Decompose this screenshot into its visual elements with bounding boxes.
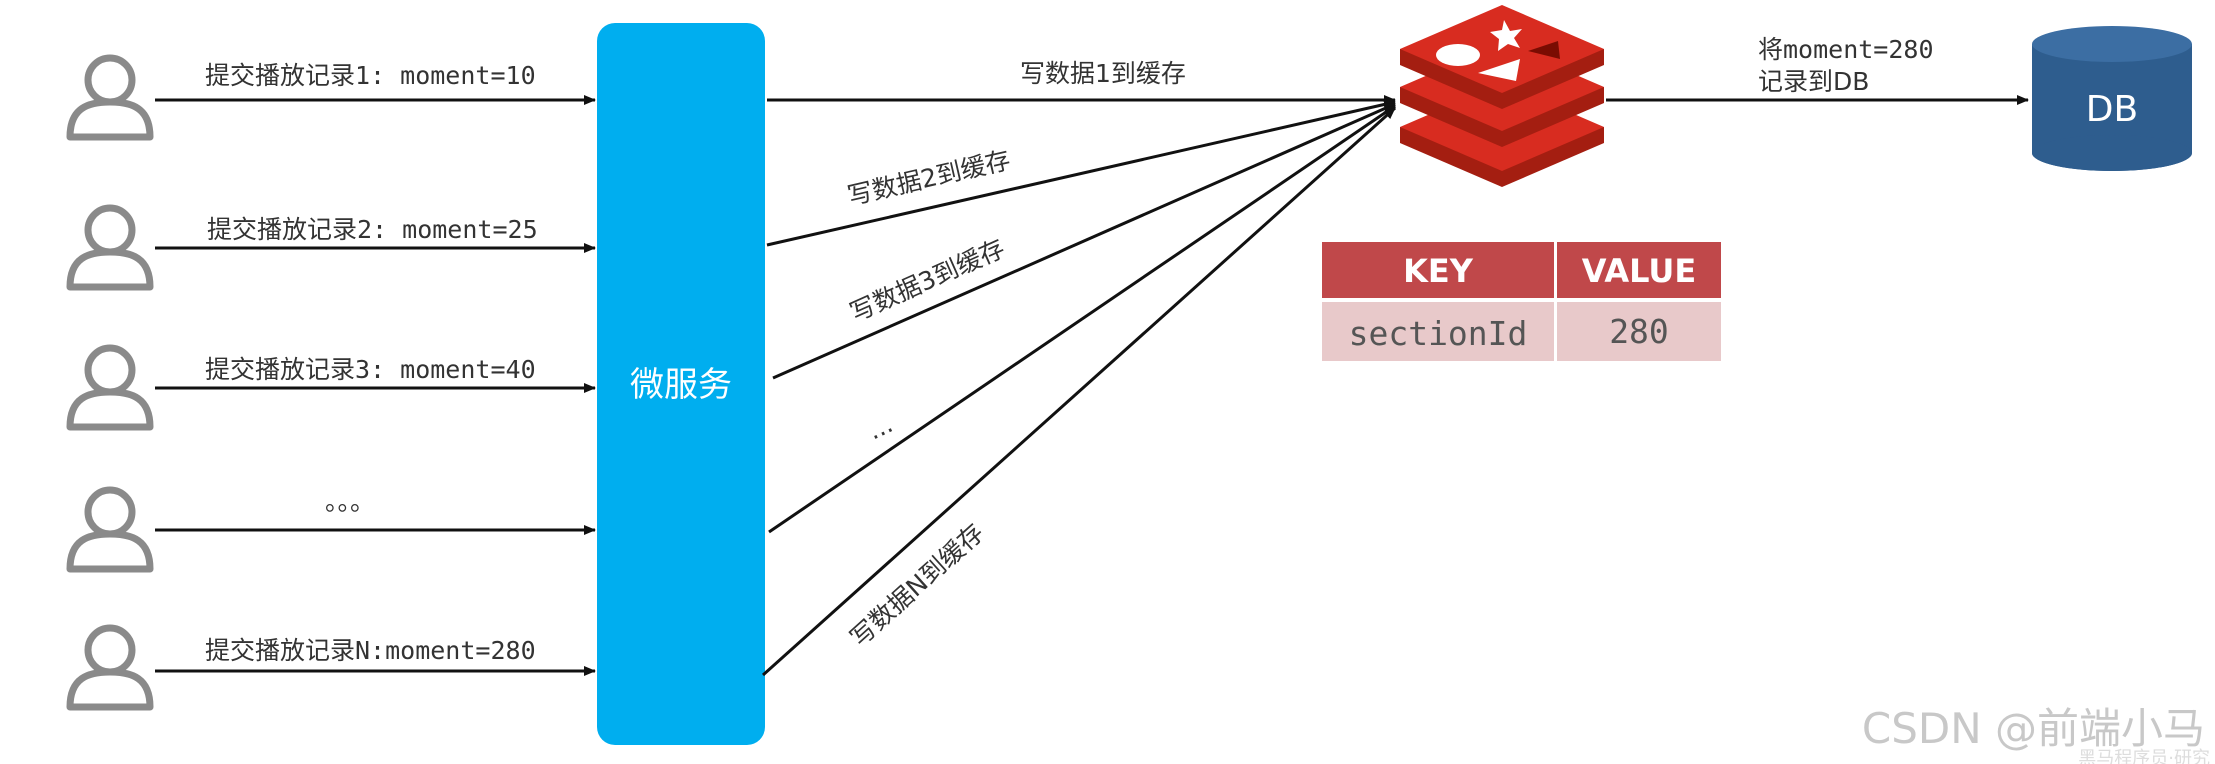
user-ellipsis-label: 。。。 [325,487,375,516]
cache-write-1-label: 写数据1到缓存 [1020,59,1186,88]
person-icon [70,628,150,707]
user-n-label: 提交播放记录N:moment=280 [205,636,536,665]
microservice-label: 微服务 [630,365,732,405]
user-1-label: 提交播放记录1: moment=10 [205,61,536,90]
database-label: DB [2086,89,2138,130]
user-n [70,628,150,707]
cache-write-2-label: 写数据2到缓存 [845,145,1013,211]
arrow-cache-write-3 [772,102,1396,380]
watermark-sub: 黑马程序员·研究 [2078,748,2210,764]
database-icon [2032,26,2192,171]
cache-write-ellipsis-label: ... [863,409,897,445]
microservice-box [597,23,765,745]
kv-row-value: 280 [1609,312,1669,351]
user-2 [70,208,150,287]
person-icon [70,208,150,287]
person-icon [70,348,150,427]
user-ellipsis-row [70,490,150,569]
user-2-label: 提交播放记录2: moment=25 [207,215,538,244]
arrow-cache-write-n [761,106,1397,677]
kv-row-key-cell [1322,302,1554,361]
kv-row-value-cell [1557,302,1721,361]
cache-write-3-label: 写数据3到缓存 [846,234,1009,328]
person-icon [70,490,150,569]
watermark: CSDN @前端小马 [1862,704,2205,753]
user-3 [70,348,150,427]
user-3-label: 提交播放记录3: moment=40 [205,355,536,384]
redis-logo-icon [1400,5,1604,187]
kv-header-value: VALUE [1582,252,1696,290]
kv-header-key: KEY [1403,252,1474,290]
kv-header-key-cell [1322,242,1554,298]
user-1 [70,58,150,137]
kv-table: KEY VALUE sectionId 280 [1322,242,1721,361]
kv-header-value-cell [1557,242,1721,298]
db-write-label-line2: 记录到DB [1758,67,1869,96]
arrow-cache-write-2 [766,99,1396,247]
kv-row-key: sectionId [1349,314,1528,353]
db-write-label-line1: 将moment=280 [1758,35,1934,64]
arrow-cache-write-ellipsis [768,104,1396,534]
person-icon [70,58,150,137]
